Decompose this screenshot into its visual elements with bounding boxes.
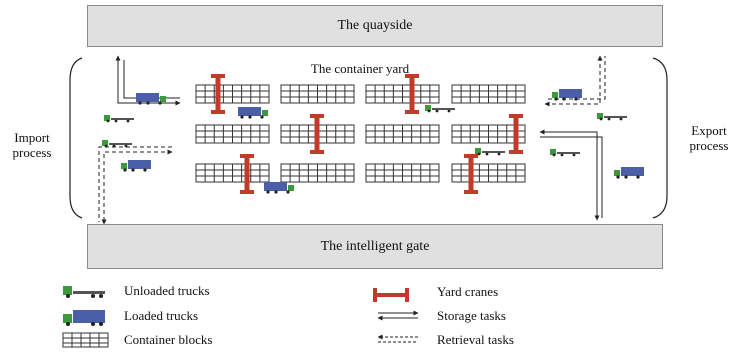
legend-loaded-trucks-label: Loaded trucks <box>124 308 199 323</box>
loaded-truck-icon <box>614 167 644 179</box>
gate-label: The intelligent gate <box>320 238 430 254</box>
container-block <box>365 163 440 183</box>
yard-crane-icon <box>509 114 523 154</box>
legend-storage-tasks-label: Storage tasks <box>437 308 506 323</box>
import-retrieval-path-inner <box>98 146 172 222</box>
legend-yard-crane-icon <box>373 288 409 302</box>
container-blocks <box>195 84 526 183</box>
container-block <box>280 163 355 183</box>
right-bracket <box>652 57 668 219</box>
legend-unloaded-truck-icon <box>63 286 105 298</box>
container-block <box>365 124 440 144</box>
legend-icons <box>62 286 419 348</box>
export-label-line1: Export <box>691 123 727 138</box>
legend-container-blocks-label: Container blocks <box>124 332 213 347</box>
import-storage-path-inner <box>123 60 180 99</box>
container-block <box>451 84 526 104</box>
import-label-line2: process <box>12 145 52 160</box>
unloaded-truck-icon <box>102 140 132 148</box>
container-block <box>195 163 270 183</box>
container-yard-title: The container yard <box>310 61 410 76</box>
yard-crane-icon <box>464 154 478 194</box>
loaded-truck-icon <box>264 182 294 194</box>
export-label-line2: process <box>689 138 729 153</box>
container-block <box>195 124 270 144</box>
container-block <box>280 84 355 104</box>
legend-yard-cranes-label: Yard cranes <box>437 284 499 299</box>
container-block <box>365 84 440 104</box>
loaded-truck-icon <box>238 107 268 119</box>
trucks <box>102 89 644 194</box>
unloaded-truck-icon <box>104 115 134 123</box>
unloaded-truck-icon <box>475 148 505 156</box>
unloaded-truck-icon <box>550 149 580 157</box>
intelligent-gate-zone: The intelligent gate <box>87 224 663 269</box>
quayside-zone: The quayside <box>87 5 663 47</box>
import-retrieval-path <box>101 149 173 225</box>
export-retrieval-path <box>544 55 603 107</box>
export-process-label: Export process <box>678 123 740 153</box>
legend-storage-task-icon <box>377 310 419 321</box>
export-storage-path <box>539 129 600 221</box>
export-retrieval-path-inner <box>548 56 606 100</box>
yard-crane-icon <box>211 74 225 114</box>
loaded-truck-icon <box>121 160 151 172</box>
import-process-label: Import process <box>2 130 62 160</box>
legend-retrieval-task-icon <box>377 334 418 343</box>
container-block <box>195 84 270 104</box>
export-storage-path-inner <box>540 136 603 218</box>
yard-crane-icon <box>240 154 254 194</box>
import-label-line1: Import <box>14 130 50 145</box>
legend-retrieval-tasks-label: Retrieval tasks <box>437 332 514 347</box>
unloaded-truck-icon <box>425 105 455 113</box>
loaded-truck-icon <box>552 89 582 101</box>
legend-loaded-truck-icon <box>63 310 105 326</box>
yard-cranes <box>211 74 523 194</box>
task-flows <box>98 55 606 225</box>
container-block <box>451 163 526 183</box>
yard-crane-icon <box>405 74 419 114</box>
legend-container-block-icon <box>62 332 109 348</box>
left-bracket <box>69 57 83 219</box>
loaded-truck-icon <box>136 93 166 105</box>
quayside-label: The quayside <box>337 18 413 33</box>
legend-unloaded-trucks-label: Unloaded trucks <box>124 283 210 298</box>
unloaded-truck-icon <box>597 113 627 121</box>
yard-crane-icon <box>310 114 324 154</box>
